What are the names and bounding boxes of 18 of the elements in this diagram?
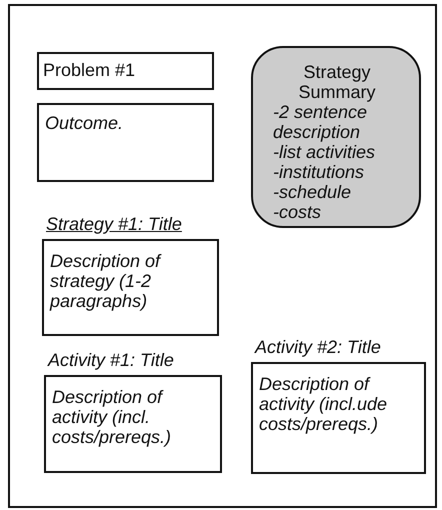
description-text: Description of activity (incl. costs/prereqs.) <box>52 387 172 447</box>
list-item: -schedule <box>273 182 352 202</box>
list-item: -list activities <box>273 142 376 162</box>
outcome-box <box>37 103 214 182</box>
section-heading: Strategy #1: Title <box>46 213 182 235</box>
outcome-text: Outcome. <box>45 113 124 133</box>
section-heading: Activity #2: Title <box>255 336 381 358</box>
problem-box <box>37 52 214 90</box>
problem-label: Problem #1 <box>43 60 136 80</box>
page-frame <box>8 4 437 508</box>
section-heading: Activity #1: Title <box>48 349 174 371</box>
description-text: Description of activity (incl.ude costs/prereqs.) <box>259 374 388 434</box>
list-item: -costs <box>273 202 322 222</box>
summary-heading: Strategy Summary <box>297 62 376 102</box>
summary-box <box>251 46 421 228</box>
list-item: -institutions <box>273 162 366 182</box>
description-text: Description of strategy (1-2 paragraphs) <box>50 251 162 311</box>
list-item: -2 sentence description <box>273 102 368 142</box>
